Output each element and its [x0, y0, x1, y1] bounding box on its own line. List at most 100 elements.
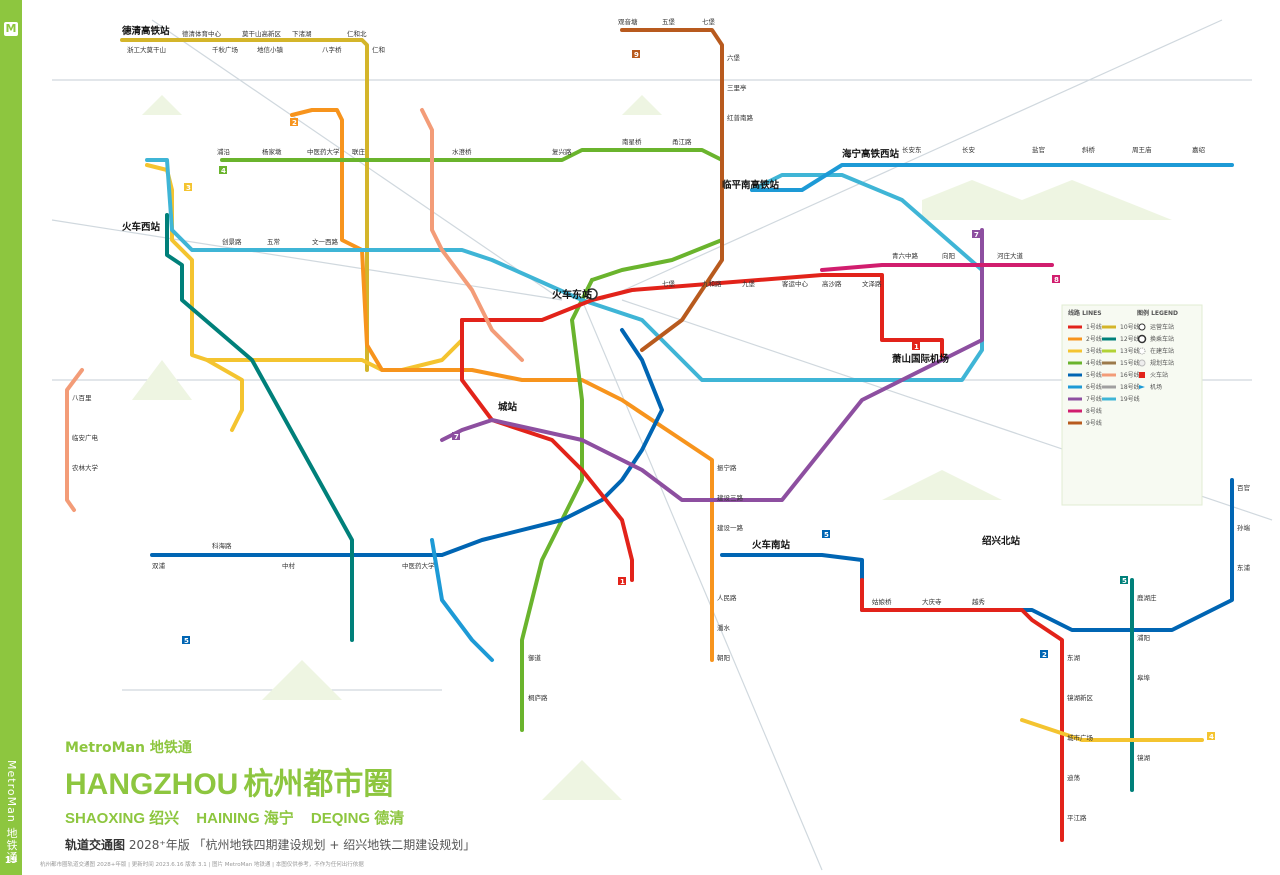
svg-text:13号线: 13号线 [1120, 347, 1140, 355]
legend-line-list: 1号线 2号线 3号线 4号线 5号线 6号线 7号线 8号线 9号线 10号线… [1068, 323, 1140, 427]
station-label: 东湖 [1067, 653, 1081, 662]
station-label: 振宁路 [717, 463, 737, 472]
title-sub-item: DEQING 德清 [310, 810, 405, 827]
station-label: 镜湖新区 [1067, 693, 1094, 702]
station-label: 浦沿 [217, 147, 231, 156]
svg-text:2号线: 2号线 [1086, 335, 1102, 343]
station-label: 九堡 [742, 279, 756, 288]
hub-label: 火车南站 [752, 539, 791, 551]
line-1 [460, 273, 944, 362]
station-label: 莫干山高新区 [242, 29, 282, 38]
station-label: 迪荡 [1067, 773, 1081, 782]
line-3 [145, 163, 464, 372]
station-label: 双浦 [152, 561, 166, 570]
svg-text:10号线: 10号线 [1120, 323, 1140, 331]
title-sub-item: HAINING 海宁 [196, 810, 294, 827]
line-12 [165, 213, 354, 642]
hub-airport: 萧山国际机场 [892, 353, 950, 365]
station-label: 七堡 [702, 17, 716, 26]
rail-network [51, 19, 1273, 871]
hub-label: 绍兴北站 [982, 535, 1021, 547]
side-strip: M MetroMan 地铁通 19 [0, 0, 22, 875]
svg-text:4: 4 [221, 167, 226, 175]
svg-text:19号线: 19号线 [1120, 395, 1140, 403]
station-label: 七堡 [662, 279, 676, 288]
svg-text:8: 8 [1054, 276, 1059, 284]
station-label: 桐庐路 [528, 693, 548, 702]
svg-text:15号线: 15号线 [1120, 359, 1140, 367]
legend-icons-title: 图例 LEGEND [1137, 309, 1178, 317]
station-label: 仁和北 [347, 29, 367, 38]
station-label: 建设一路 [717, 523, 744, 532]
station-label: 红普南路 [727, 113, 754, 122]
hub-label: 火车西站 [122, 221, 161, 233]
station-label: 创景路 [222, 237, 242, 246]
station-label: 六堡 [727, 53, 741, 62]
station-label: 文泽路 [862, 279, 882, 288]
svg-text:4: 4 [1209, 733, 1214, 741]
line-1-south [460, 318, 634, 582]
svg-text:2: 2 [292, 119, 297, 127]
station-label: 仁和 [372, 45, 385, 54]
station-label: 向阳 [942, 251, 955, 260]
hub-linping: 临平南高铁站 [722, 179, 780, 191]
station-label: 百官 [1237, 483, 1250, 492]
terrain-decor [132, 95, 1172, 800]
station-label: 中医药大学 [402, 561, 435, 570]
station-label: 长安 [962, 145, 976, 154]
svg-text:16号线: 16号线 [1120, 371, 1140, 379]
station-label: 甬江路 [672, 137, 692, 146]
station-label: 镜湖 [1137, 753, 1151, 762]
page-number: 19 [4, 856, 18, 866]
station-label: 城市广场 [1067, 733, 1094, 742]
station-label: 人民路 [717, 593, 737, 602]
hub-label: 火车东站 [552, 288, 592, 301]
line-19 [145, 158, 984, 382]
line-5-east [720, 478, 1234, 632]
legend: 线路 LINES 图例 LEGEND 1号线 2号线 3号线 4号线 5号线 6… [1061, 304, 1203, 506]
line-5 [150, 328, 664, 557]
hub-east: 火车东站 [552, 288, 598, 301]
svg-text:7: 7 [454, 433, 459, 441]
metroman-logo-icon: M [4, 22, 18, 36]
svg-text:5: 5 [824, 531, 829, 539]
svg-text:5: 5 [184, 637, 189, 645]
station-label: 南星桥 [622, 137, 642, 146]
hub-west: 火车西站 [122, 221, 161, 233]
title-block: MetroMan 地铁通 HANGZHOU 杭州都市圈 SHAOXING 绍兴 … [65, 737, 545, 853]
svg-text:7: 7 [974, 231, 979, 239]
line-8 [820, 263, 1054, 272]
station-label: 科海路 [212, 541, 232, 550]
svg-text:运营车站: 运营车站 [1150, 323, 1174, 331]
title-main-en: HANGZHOU [65, 768, 239, 801]
station-label: 青六中路 [892, 251, 919, 260]
station-labels: 浙工大莫干山 德清体育中心 千秋广场 莫干山高新区 地信小镇 下渚湖 八字桥 仁… [72, 17, 1251, 822]
station-label: 越秀 [972, 597, 986, 606]
line-9 [620, 28, 724, 352]
station-label: 浦阳 [1137, 633, 1150, 642]
station-label: 建设三路 [717, 493, 744, 502]
title-edition: 轨道交通图 2028⁺年版 「杭州地铁四期建设规划 + 绍兴地铁二期建设规划」 [65, 838, 476, 852]
svg-text:8号线: 8号线 [1086, 407, 1102, 415]
title-sub-item: SHAOXING 绍兴 [65, 810, 180, 827]
line-haining [750, 163, 1234, 192]
station-label: 东浦 [1237, 563, 1251, 572]
hub-deqing: 德清高铁站 [122, 25, 170, 37]
hub-city: 城站 [498, 401, 518, 413]
legend-lines-title: 线路 LINES [1068, 309, 1102, 317]
line-deqing [120, 38, 369, 372]
station-label: 水澄桥 [452, 147, 472, 156]
hub-label: 城站 [498, 401, 518, 413]
station-label: 地信小镇 [257, 45, 284, 54]
station-label: 五堡 [662, 17, 676, 26]
station-label: 皋埠 [1137, 673, 1151, 682]
station-label: 五常 [267, 237, 280, 246]
station-label: 大庆寺 [922, 597, 942, 606]
station-label: 临安广电 [72, 433, 99, 442]
svg-text:1号线: 1号线 [1086, 323, 1102, 331]
line-4-south [520, 278, 594, 732]
line-2 [290, 108, 714, 662]
svg-text:2: 2 [1042, 651, 1047, 659]
station-label: 三里亭 [727, 83, 747, 92]
svg-text:火车站: 火车站 [1150, 371, 1168, 379]
